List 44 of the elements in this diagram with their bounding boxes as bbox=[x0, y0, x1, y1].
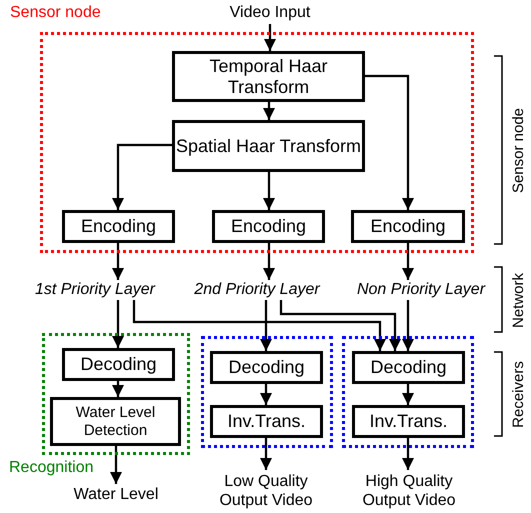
io-label: High Quality Output Video bbox=[348, 470, 470, 512]
arrow bbox=[402, 243, 414, 280]
arrow bbox=[112, 300, 124, 348]
process-box: Decoding bbox=[210, 351, 323, 384]
io-label: Water Level bbox=[60, 484, 172, 506]
process-box: Spatial Haar Transform bbox=[172, 120, 365, 172]
section-label: Sensor node bbox=[510, 107, 527, 193]
arrow bbox=[402, 384, 414, 405]
layer-label: 1st Priority Layer bbox=[20, 280, 170, 300]
arrow bbox=[132, 300, 386, 351]
group-label: Recognition bbox=[9, 459, 94, 477]
process-box: Decoding bbox=[62, 348, 175, 381]
arrow bbox=[262, 243, 276, 280]
process-box: Decoding bbox=[352, 351, 465, 384]
layer-label: 2nd Priority Layer bbox=[183, 280, 331, 300]
io-label: Video Input bbox=[215, 2, 325, 24]
dotted-group-frame bbox=[201, 336, 333, 448]
process-box: Encoding bbox=[212, 210, 325, 243]
arrow bbox=[264, 24, 276, 51]
arrow bbox=[112, 243, 124, 280]
io-label: Low Quality Output Video bbox=[205, 470, 327, 512]
process-box: Water Level Detection bbox=[50, 397, 181, 446]
process-box: Temporal Haar Transform bbox=[172, 51, 365, 102]
group-label: Sensor node bbox=[10, 4, 101, 22]
arrow bbox=[112, 381, 124, 397]
arrow bbox=[280, 300, 402, 351]
section-label: Network bbox=[510, 272, 526, 328]
process-box: Encoding bbox=[351, 210, 465, 243]
arrow bbox=[402, 300, 414, 351]
process-box: Encoding bbox=[62, 210, 175, 243]
arrow bbox=[112, 144, 172, 210]
arrow bbox=[262, 102, 276, 120]
process-box: Inv.Trans. bbox=[352, 405, 465, 438]
arrow bbox=[260, 438, 272, 470]
layer-label: Non Priority Layer bbox=[345, 280, 497, 300]
arrow bbox=[260, 384, 272, 405]
section-label: Receivers bbox=[509, 360, 526, 428]
arrow bbox=[402, 438, 414, 470]
dotted-group-frame bbox=[342, 336, 474, 448]
arrow bbox=[110, 446, 122, 484]
arrow bbox=[262, 172, 276, 210]
process-box: Inv.Trans. bbox=[210, 405, 323, 438]
arrow bbox=[365, 74, 414, 210]
arrow bbox=[260, 300, 272, 351]
